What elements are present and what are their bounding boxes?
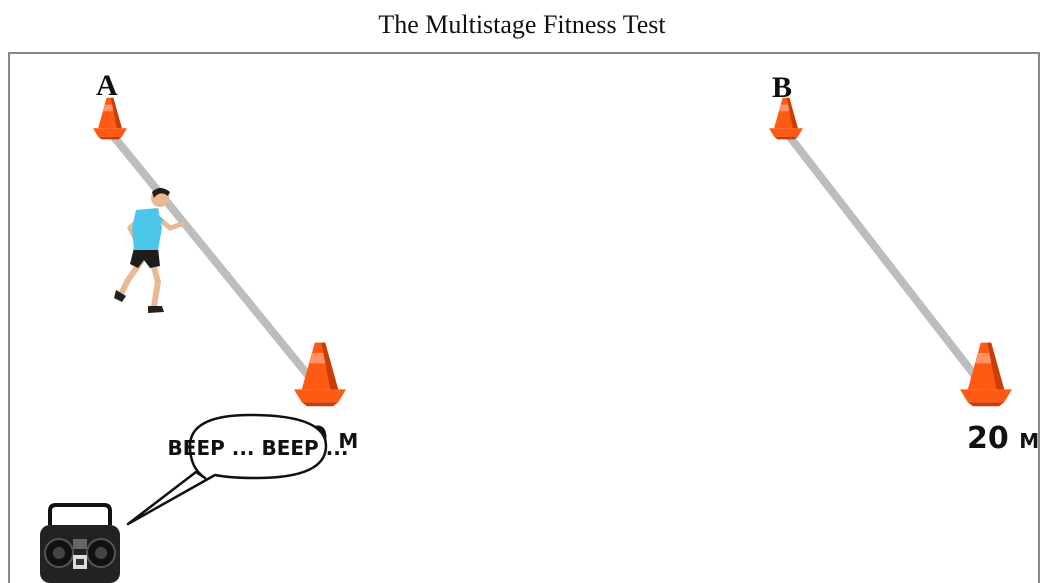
marker-a-label: A — [96, 69, 118, 102]
lane-right — [782, 128, 990, 394]
distance-end-value: 20 — [967, 421, 1009, 456]
speech-bubble: BEEP ... BEEP ... — [126, 413, 349, 526]
diagram-frame — [8, 52, 1040, 583]
boombox-icon — [40, 503, 120, 583]
cone-end-20m-icon — [960, 342, 1012, 407]
cone-a-left-icon — [93, 97, 127, 140]
marker-b-label: B — [772, 71, 792, 104]
cone-start-0m-icon — [294, 342, 346, 407]
diagram-title: The Multistage Fitness Test — [378, 10, 666, 39]
runner-figure — [114, 188, 185, 313]
distance-end-label: 20 M — [967, 421, 1039, 456]
distance-start-unit: M — [338, 429, 358, 453]
lane-left — [106, 128, 324, 394]
speech-bubble-text: BEEP ... BEEP ... — [168, 436, 349, 460]
distance-end-unit: M — [1019, 429, 1039, 453]
